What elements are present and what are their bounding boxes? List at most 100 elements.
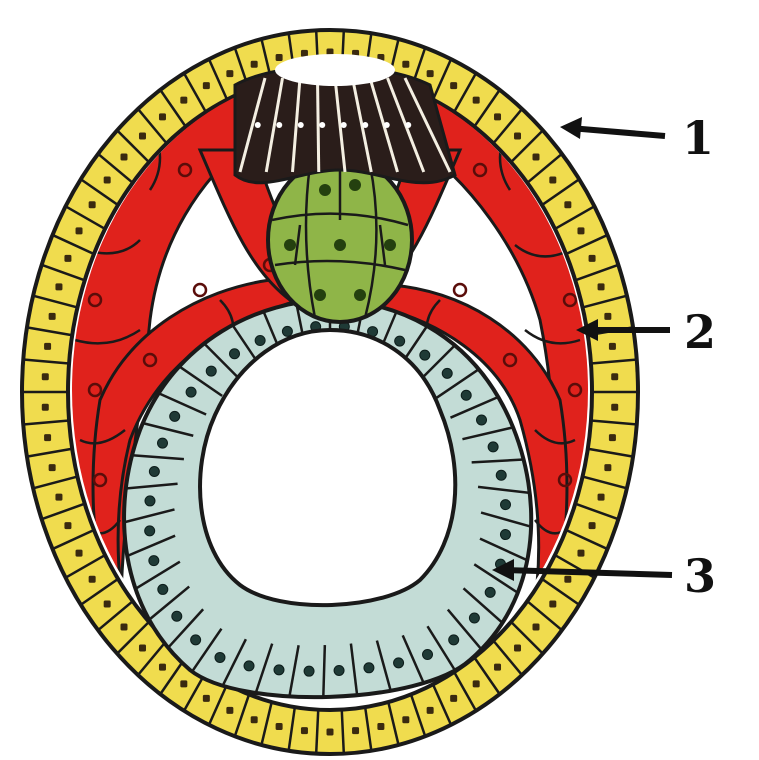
outer-cell-nucleus — [402, 61, 409, 68]
outer-cell-nucleus — [226, 70, 233, 77]
polar-cap-nucleus — [255, 122, 261, 128]
inner-cell-nucleus — [244, 661, 254, 671]
outer-cell-nucleus — [55, 283, 62, 290]
outer-cell-nucleus — [49, 464, 56, 471]
inner-cell-nucleus — [206, 366, 216, 376]
inner-cell-nucleus — [172, 611, 182, 621]
inner-cell-nucleus — [186, 387, 196, 397]
outer-cell-nucleus — [577, 550, 584, 557]
outer-cell-nucleus — [139, 645, 146, 652]
outer-cell-nucleus — [121, 623, 128, 630]
outer-cell-nucleus — [159, 113, 166, 120]
inner-cell-nucleus — [442, 368, 452, 378]
outer-cell-nucleus — [532, 154, 539, 161]
inner-cell-nucleus — [469, 613, 479, 623]
inner-cell-nucleus — [255, 336, 265, 346]
outer-cell-nucleus — [180, 680, 187, 687]
outer-cell-nucleus — [598, 494, 605, 501]
inner-cell-nucleus — [364, 663, 374, 673]
outer-cell-nucleus — [64, 522, 71, 529]
outer-cell-nucleus — [609, 343, 616, 350]
polar-cap-nucleus — [362, 122, 368, 128]
outer-cell-nucleus — [76, 550, 83, 557]
outer-cell-nucleus — [42, 404, 49, 411]
inner-cell-nucleus — [334, 665, 344, 675]
outer-cell-nucleus — [450, 695, 457, 702]
polar-cap-nucleus — [319, 122, 325, 128]
inner-cell-wall — [323, 645, 325, 697]
outer-cell-nucleus — [301, 727, 308, 734]
outer-cell-nucleus — [611, 404, 618, 411]
outer-cell-nucleus — [251, 716, 258, 723]
inner-cell-nucleus — [488, 442, 498, 452]
outer-cell-nucleus — [89, 576, 96, 583]
outer-cell-nucleus — [494, 113, 501, 120]
outer-cell-nucleus — [564, 576, 571, 583]
inner-cell-nucleus — [461, 390, 471, 400]
outer-cell-nucleus — [427, 70, 434, 77]
inner-cell-nucleus — [191, 635, 201, 645]
inner-cell-nucleus — [395, 336, 405, 346]
outer-cell-nucleus — [549, 600, 556, 607]
label-3: 3 — [684, 549, 716, 603]
outer-cell-nucleus — [427, 707, 434, 714]
outer-cell-nucleus — [42, 373, 49, 380]
polar-cap-nucleus — [298, 122, 304, 128]
inner-cell-nucleus — [485, 587, 495, 597]
inner-cell-nucleus — [501, 500, 511, 510]
outer-cell-nucleus — [44, 434, 51, 441]
inner-cell-nucleus — [170, 411, 180, 421]
icm-cell-nucleus — [314, 289, 326, 301]
label-1: 1 — [682, 111, 714, 165]
inner-cell-nucleus — [394, 658, 404, 668]
outer-cell-nucleus — [352, 727, 359, 734]
outer-cell-nucleus — [611, 373, 618, 380]
outer-cell-nucleus — [64, 255, 71, 262]
outer-cell-nucleus — [589, 522, 596, 529]
outer-cell-nucleus — [494, 664, 501, 671]
label-2: 2 — [684, 305, 716, 359]
outer-cell-nucleus — [301, 50, 308, 57]
outer-cell-nucleus — [226, 707, 233, 714]
inner-cell-nucleus — [420, 350, 430, 360]
arrow-1 — [560, 117, 665, 139]
inner-cell-nucleus — [449, 635, 459, 645]
outer-cell-nucleus — [564, 201, 571, 208]
outer-cell-nucleus — [139, 132, 146, 139]
outer-cell-nucleus — [49, 313, 56, 320]
inner-cell-nucleus — [304, 666, 314, 676]
outer-cell-nucleus — [473, 680, 480, 687]
outer-cell-nucleus — [327, 729, 334, 736]
outer-cell-nucleus — [577, 227, 584, 234]
inner-epithelium-layer — [124, 300, 531, 697]
icm-cell-nucleus — [384, 239, 396, 251]
outer-cell-nucleus — [609, 434, 616, 441]
inner-cell-nucleus — [145, 526, 155, 536]
inner-cell-nucleus — [145, 496, 155, 506]
outer-cell-nucleus — [589, 255, 596, 262]
inner-cell-nucleus — [215, 652, 225, 662]
inner-cell-nucleus — [274, 665, 284, 675]
outer-cell-nucleus — [104, 600, 111, 607]
outer-cell-nucleus — [377, 723, 384, 730]
inner-cell-nucleus — [230, 349, 240, 359]
outer-cell-nucleus — [450, 82, 457, 89]
outer-cell-nucleus — [402, 716, 409, 723]
outer-cell-nucleus — [514, 645, 521, 652]
polar-cap-nucleus — [405, 122, 411, 128]
polar-cap-nucleus — [341, 122, 347, 128]
outer-cell-nucleus — [44, 343, 51, 350]
icm-cell-nucleus — [354, 289, 366, 301]
outer-cell-nucleus — [276, 54, 283, 61]
inner-cell-nucleus — [423, 650, 433, 660]
icm-cell-nucleus — [319, 184, 331, 196]
outer-cell-nucleus — [549, 177, 556, 184]
outer-cell-nucleus — [604, 313, 611, 320]
inner-cell-mass — [268, 158, 412, 322]
outer-cell-nucleus — [532, 623, 539, 630]
icm-cell-nucleus — [349, 179, 361, 191]
outer-cell-nucleus — [604, 464, 611, 471]
inner-cell-nucleus — [477, 415, 487, 425]
